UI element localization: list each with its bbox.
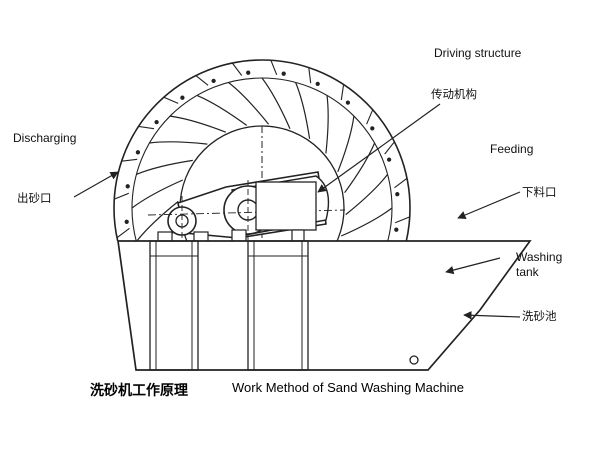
- wheel-rim-tooth: [366, 109, 374, 125]
- wheel-rim-tooth: [394, 216, 410, 224]
- wheel-rivet: [345, 100, 351, 105]
- wheel-bucket: [149, 141, 208, 145]
- label-feeding: Feeding: [490, 142, 534, 156]
- wheel-rivet: [135, 150, 141, 155]
- wheel-rivet: [315, 81, 320, 87]
- label-feeding-cn: 下料口: [522, 185, 557, 199]
- wheel-rivet: [386, 157, 392, 162]
- wheel-rivet: [395, 192, 400, 197]
- wheel-bucket: [295, 82, 311, 139]
- label-driving-structure-cn: 传动机构: [431, 87, 477, 101]
- wheel-rim-tooth: [138, 125, 155, 130]
- wheel-rivet: [394, 227, 399, 232]
- wheel-rim-tooth: [195, 75, 209, 86]
- wheel-rim-tooth: [340, 84, 345, 101]
- wheel-bucket: [131, 179, 184, 209]
- wheel-rim-tooth: [163, 96, 179, 104]
- drive-assembly: [147, 171, 346, 246]
- label-washing-tank-cn: 洗砂池: [522, 309, 557, 323]
- wheel-bucket: [345, 174, 389, 216]
- wheel-bucket: [136, 200, 179, 241]
- wheel-rivet: [180, 95, 185, 100]
- wheel-rivet: [211, 78, 216, 84]
- wheel-rim-tooth: [384, 141, 395, 155]
- label-discharging-cn: 出砂口: [17, 191, 52, 205]
- wheel-rim-tooth: [231, 62, 243, 76]
- leader-arrows: [73, 103, 521, 320]
- caption-en: Work Method of Sand Washing Machine: [232, 380, 464, 395]
- wheel-rim-tooth: [308, 67, 312, 84]
- wheel-bucket: [340, 207, 393, 237]
- wheel-rivet: [125, 184, 130, 189]
- label-discharging: Discharging: [13, 131, 77, 145]
- washing-tank: [117, 240, 532, 371]
- wheel-rim-tooth: [114, 192, 130, 200]
- wheel-bucket: [261, 77, 291, 130]
- wheel-rim-tooth: [270, 60, 278, 76]
- wheel-rivet: [281, 71, 286, 76]
- wheel-rivet: [124, 219, 129, 224]
- label-driving-structure: Driving structure: [434, 46, 522, 60]
- wheel-bucket: [136, 159, 193, 175]
- wheel-bucket: [170, 115, 227, 133]
- wheel-bucket: [196, 94, 248, 126]
- wheel-rivet: [370, 126, 375, 131]
- label-washing-tank-line1: Washing: [516, 250, 563, 264]
- wheel-bucket: [325, 95, 329, 154]
- wheel-rim-tooth: [394, 177, 408, 189]
- wheel-rivet: [154, 119, 159, 125]
- wheel-rivet: [246, 70, 251, 75]
- wheel-bucket: [228, 81, 270, 125]
- label-washing-tank-line2: tank: [516, 265, 539, 279]
- bucket-wheel: [113, 59, 411, 241]
- wheel-rim-tooth: [116, 227, 130, 239]
- wheel-rim-tooth: [121, 158, 138, 162]
- wheel-bucket: [344, 142, 376, 194]
- wheel-bucket: [337, 116, 355, 173]
- caption-cn: 洗砂机工作原理: [90, 383, 188, 399]
